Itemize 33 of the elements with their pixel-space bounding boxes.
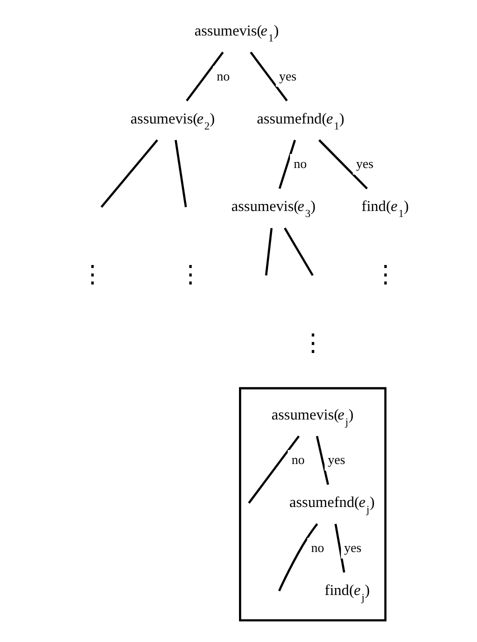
edge-label: yes: [278, 68, 296, 84]
edge-label: no: [310, 540, 324, 556]
node-text: find(e$_{j}$): [324, 582, 370, 604]
connector: [174, 140, 186, 208]
connector: [318, 139, 368, 190]
connector: [334, 524, 345, 573]
edge-label: yes: [327, 452, 345, 468]
label: ⋮: [80, 262, 104, 289]
node-text: assumevis(e$_{3}$): [230, 198, 316, 220]
edge-label: no: [216, 68, 230, 84]
node-text: assumefnd(e$_{1}$): [256, 110, 344, 132]
connector: [264, 228, 272, 276]
label: ⋮: [178, 262, 202, 289]
node-text: find(e$_{1}$): [361, 198, 408, 220]
edge-label: no: [291, 452, 304, 468]
edge-label: no: [293, 156, 306, 172]
label: ⋮: [372, 262, 397, 289]
connector: [283, 228, 314, 276]
connector: [100, 139, 158, 208]
connector: [185, 52, 224, 102]
node-text: assumevis(e$_{2}$): [130, 110, 214, 132]
node-text: assumevis(e$_{1}$): [194, 22, 278, 44]
node-text: assumefnd(e$_{j}$): [288, 494, 374, 516]
connector: [278, 140, 296, 189]
label: ⋮: [300, 330, 324, 357]
connector: [278, 523, 318, 592]
connector: [249, 52, 288, 102]
edge-label: yes: [344, 540, 362, 556]
edge-label: yes: [356, 156, 373, 172]
connector: [247, 435, 300, 504]
node-text: assumevis(e$_{j}$): [271, 406, 354, 428]
cluster: [238, 387, 386, 622]
connector: [315, 436, 329, 485]
